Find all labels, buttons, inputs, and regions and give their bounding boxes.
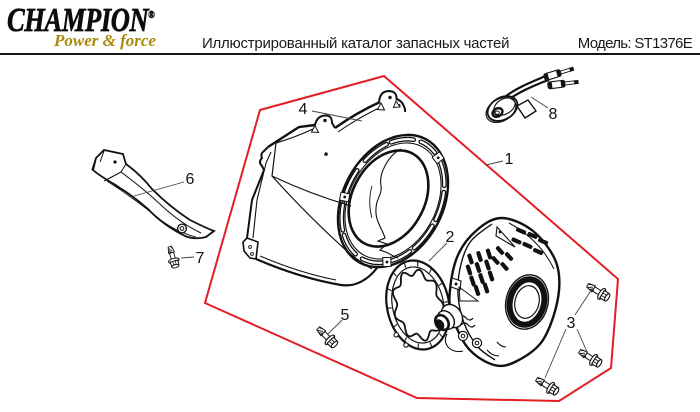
svg-text:7: 7	[196, 250, 205, 267]
svg-text:6: 6	[186, 171, 195, 188]
svg-text:2: 2	[446, 229, 455, 246]
svg-text:3: 3	[567, 315, 576, 332]
svg-text:8: 8	[549, 106, 558, 123]
svg-text:5: 5	[341, 307, 350, 324]
svg-text:1: 1	[505, 151, 514, 168]
svg-text:4: 4	[299, 101, 308, 118]
